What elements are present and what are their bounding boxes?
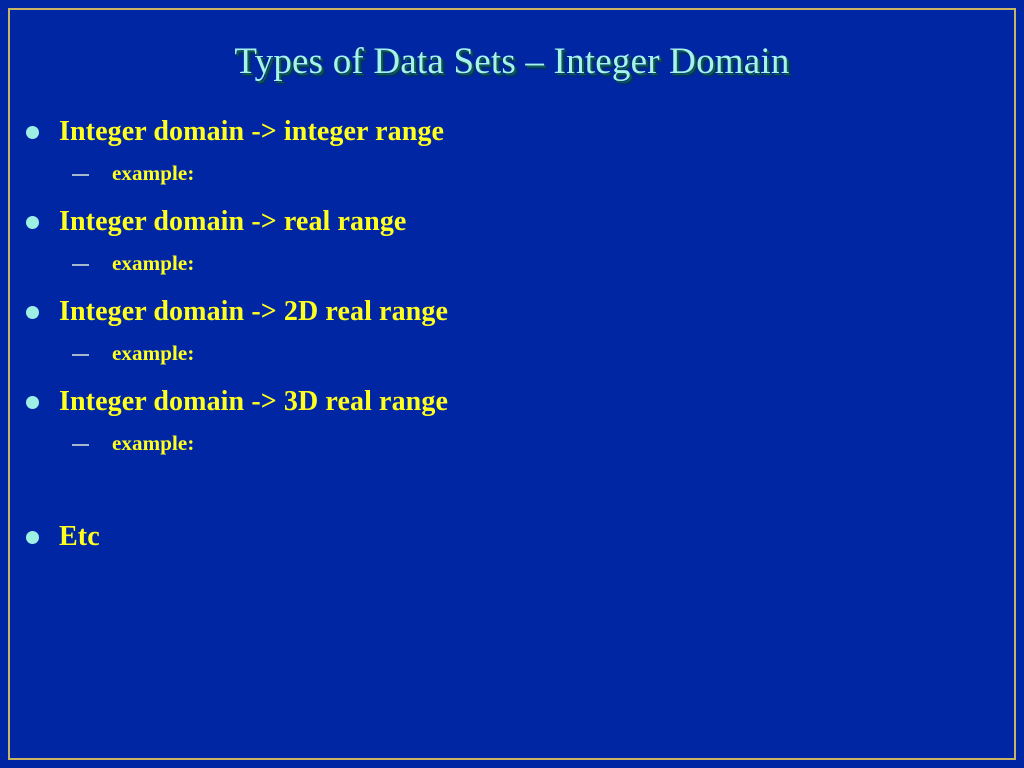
bullet-item-level2: example: (0, 248, 1024, 293)
bullet-item-label: Integer domain -> 2D real range (59, 296, 448, 327)
sub-bullet-item-label: example: (112, 161, 195, 185)
bullet-item-level1: Integer domain -> real range (0, 203, 1024, 248)
bullet-dot-icon (26, 396, 39, 409)
bullet-item-label: Integer domain -> integer range (59, 116, 445, 147)
bullet-dash-icon (72, 174, 89, 176)
bullet-dot-icon (26, 216, 39, 229)
sub-bullet-item-label: example: (112, 341, 195, 365)
bullet-dash-icon (72, 354, 89, 356)
bullet-dot-icon (26, 531, 39, 544)
sub-bullet-item-label: example: (112, 431, 195, 455)
bullet-item-level1: Etc (0, 518, 1024, 563)
page-title: Types of Data Sets – Integer Domain (234, 41, 790, 82)
bullet-item-label: Etc (59, 521, 100, 552)
sub-bullet-item-label: example: (112, 251, 195, 275)
bullet-item-level2: example: (0, 158, 1024, 203)
bullet-dash-icon (72, 264, 89, 266)
blank-line (0, 473, 1024, 518)
bullet-item-level1: Integer domain -> 2D real range (0, 293, 1024, 338)
bullet-item-level2: example: (0, 428, 1024, 473)
bullet-item-level1: Integer domain -> 3D real range (0, 383, 1024, 428)
slide-body-content: Integer domain -> integer range example: I… (0, 113, 1024, 563)
bullet-dot-icon (26, 306, 39, 319)
bullet-dot-icon (26, 126, 39, 139)
bullet-item-level1: Integer domain -> integer range (0, 113, 1024, 158)
bullet-item-label: Integer domain -> real range (59, 206, 407, 237)
bullet-item-label: Integer domain -> 3D real range (59, 386, 448, 417)
bullet-dash-icon (72, 444, 89, 446)
slide-title-area: Types of Data Sets – Integer Domain (0, 40, 1024, 83)
bullet-item-level2: example: (0, 338, 1024, 383)
